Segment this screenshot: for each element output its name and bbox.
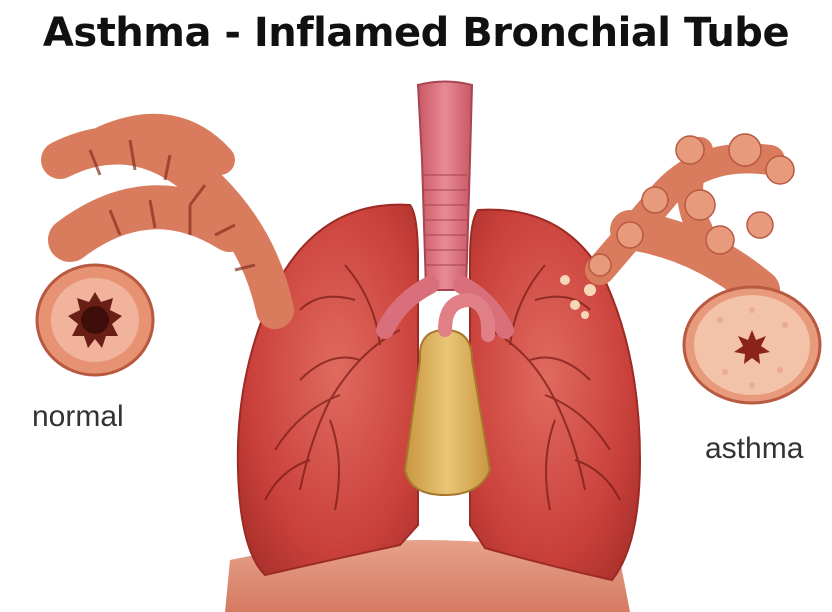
trachea [418,82,472,291]
normal-label: normal [32,400,124,434]
asthma-label: asthma [705,432,803,466]
normal-bronchial-tube [37,129,275,375]
aorta [445,300,488,335]
